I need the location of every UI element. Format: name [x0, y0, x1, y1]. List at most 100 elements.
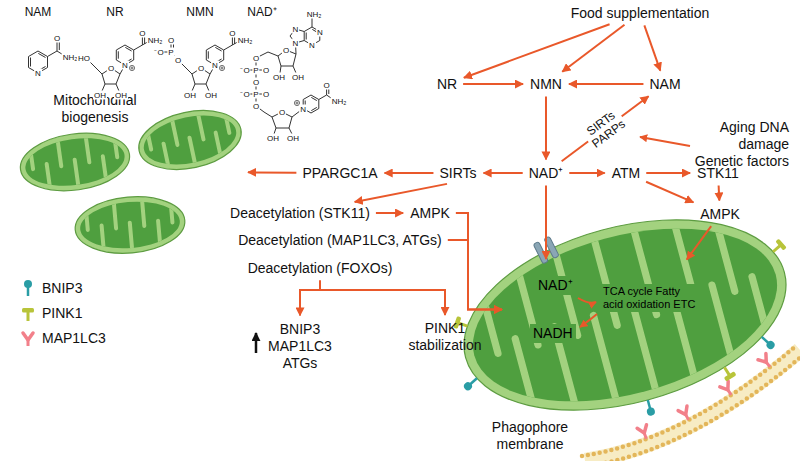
arrow-connector — [300, 281, 320, 316]
legend-text: PINK1 — [42, 305, 82, 321]
bond — [311, 107, 317, 110]
arrow-connector — [687, 226, 711, 259]
atom-label: N — [308, 41, 316, 50]
text-node: Deacetylation (FOXOs) — [244, 258, 397, 279]
arrow-connector — [320, 281, 445, 316]
node-text: SIRTs — [439, 165, 476, 182]
atom-label: P — [252, 66, 259, 75]
atom-label: O — [322, 81, 330, 90]
atom-label: O — [138, 29, 146, 38]
legend-icon — [22, 308, 34, 321]
arrow-connector — [448, 240, 502, 310]
atom-label: OH — [291, 73, 305, 82]
arrow-connector — [569, 83, 644, 85]
text-node: NAM — [645, 74, 684, 95]
bond — [59, 42, 60, 50]
bond — [48, 41, 58, 57]
atom-label: O — [197, 64, 205, 73]
arrow-connector — [646, 182, 693, 203]
structure-label: Phagophore membrane — [484, 419, 576, 453]
text-node: AMPK — [406, 203, 454, 224]
atom-label: O — [262, 66, 270, 75]
arrow-connector — [484, 172, 523, 174]
atom-label: ⁻O — [239, 90, 250, 99]
atom-label: O — [282, 46, 290, 55]
arrow-connector — [248, 171, 296, 173]
legend-text: MAP1LC3 — [42, 330, 106, 346]
text-node: Deacetylation (MAP1LC3, ATGs) — [234, 230, 446, 251]
atom-label: HO — [77, 54, 91, 63]
atom-label: NH₂ — [331, 97, 348, 106]
redox-arrow — [578, 298, 596, 303]
text-node: PINK1 stabilization — [396, 318, 494, 356]
mitochondrion — [133, 102, 246, 178]
atom-label: NH₂ — [306, 10, 323, 19]
compound-name: NMN — [185, 5, 214, 19]
text-node: AMPK — [696, 204, 744, 225]
text-node: BNIP3 MAP1LC3 ATGs — [261, 319, 339, 374]
atom-label: O — [252, 78, 260, 87]
node-text: PPARGC1A — [302, 165, 377, 182]
atom-label: OH — [114, 91, 128, 100]
arrow-connector — [456, 213, 502, 310]
increase-arrow — [255, 333, 258, 353]
node-text: AMPK — [700, 206, 740, 223]
node-text: NADH — [530, 324, 576, 343]
legend-icon — [23, 333, 33, 346]
arrow-connector — [376, 212, 403, 214]
bond — [134, 36, 143, 50]
bond — [171, 41, 192, 74]
atom-label: ⁻O — [153, 48, 164, 57]
map1lc3-receptor — [678, 406, 693, 422]
legend-text: BNIP3 — [42, 280, 82, 296]
node-text: NAD⁺ — [529, 165, 564, 182]
atom-label: OH — [93, 91, 107, 100]
text-node: SIRTs — [435, 163, 480, 184]
arrow-connector — [545, 186, 547, 260]
bond — [38, 53, 45, 57]
mitochondrion — [431, 178, 800, 461]
region-node: NAD⁺ TCA cycle Fatty acid oxidation ETC NA… — [505, 262, 705, 357]
atom-label: N — [211, 61, 219, 70]
node-text: Food supplementation — [571, 5, 710, 22]
atom-label: N — [316, 27, 324, 36]
node-text: TCA cycle Fatty acid oxidation ETC — [600, 284, 706, 312]
membrane-protein — [769, 239, 787, 257]
text-node: ATM — [608, 163, 645, 184]
atom-label: OH — [183, 91, 197, 100]
text-node: NR — [433, 74, 461, 95]
atom-label: N — [34, 69, 42, 78]
atom-label: O — [167, 36, 175, 45]
node-text: NMN — [530, 76, 562, 93]
node-text: Deacetylation (FOXOs) — [248, 260, 393, 277]
atom-label: OH — [204, 91, 218, 100]
node-text: AMPK — [410, 205, 450, 222]
node-text: BNIP3 MAP1LC3 ATGs — [265, 321, 335, 372]
text-node: NAD⁺ — [525, 163, 568, 184]
node-text: Deacetylation (STK11) — [230, 205, 370, 222]
atom-label: O — [174, 56, 182, 65]
arrow-connector — [646, 172, 690, 174]
redox-arrow — [580, 314, 597, 327]
atom-label: N — [292, 25, 300, 34]
text-node: Deacetylation (STK11) — [226, 203, 374, 224]
node-text: NAD⁺ — [535, 276, 576, 295]
arrow-connector — [385, 172, 434, 174]
atom-label: NH₂ — [237, 36, 254, 45]
node-text: Deacetylation (MAP1LC3, ATGs) — [238, 232, 442, 249]
bond — [306, 33, 307, 40]
atom-label: O — [228, 29, 236, 38]
node-text: Aging DNA damage Genetic factors — [691, 119, 789, 170]
atom-label: N — [292, 39, 300, 48]
legend-item: BNIP3 — [42, 280, 82, 297]
bond — [30, 58, 31, 67]
membrane-protein — [644, 399, 656, 417]
atom-label: O — [278, 108, 286, 117]
atom-label: NH₂ — [62, 53, 79, 62]
atom-label: N — [121, 61, 129, 70]
bond — [118, 51, 119, 58]
charge-symbols — [129, 65, 299, 105]
arrow-connector — [718, 185, 721, 200]
